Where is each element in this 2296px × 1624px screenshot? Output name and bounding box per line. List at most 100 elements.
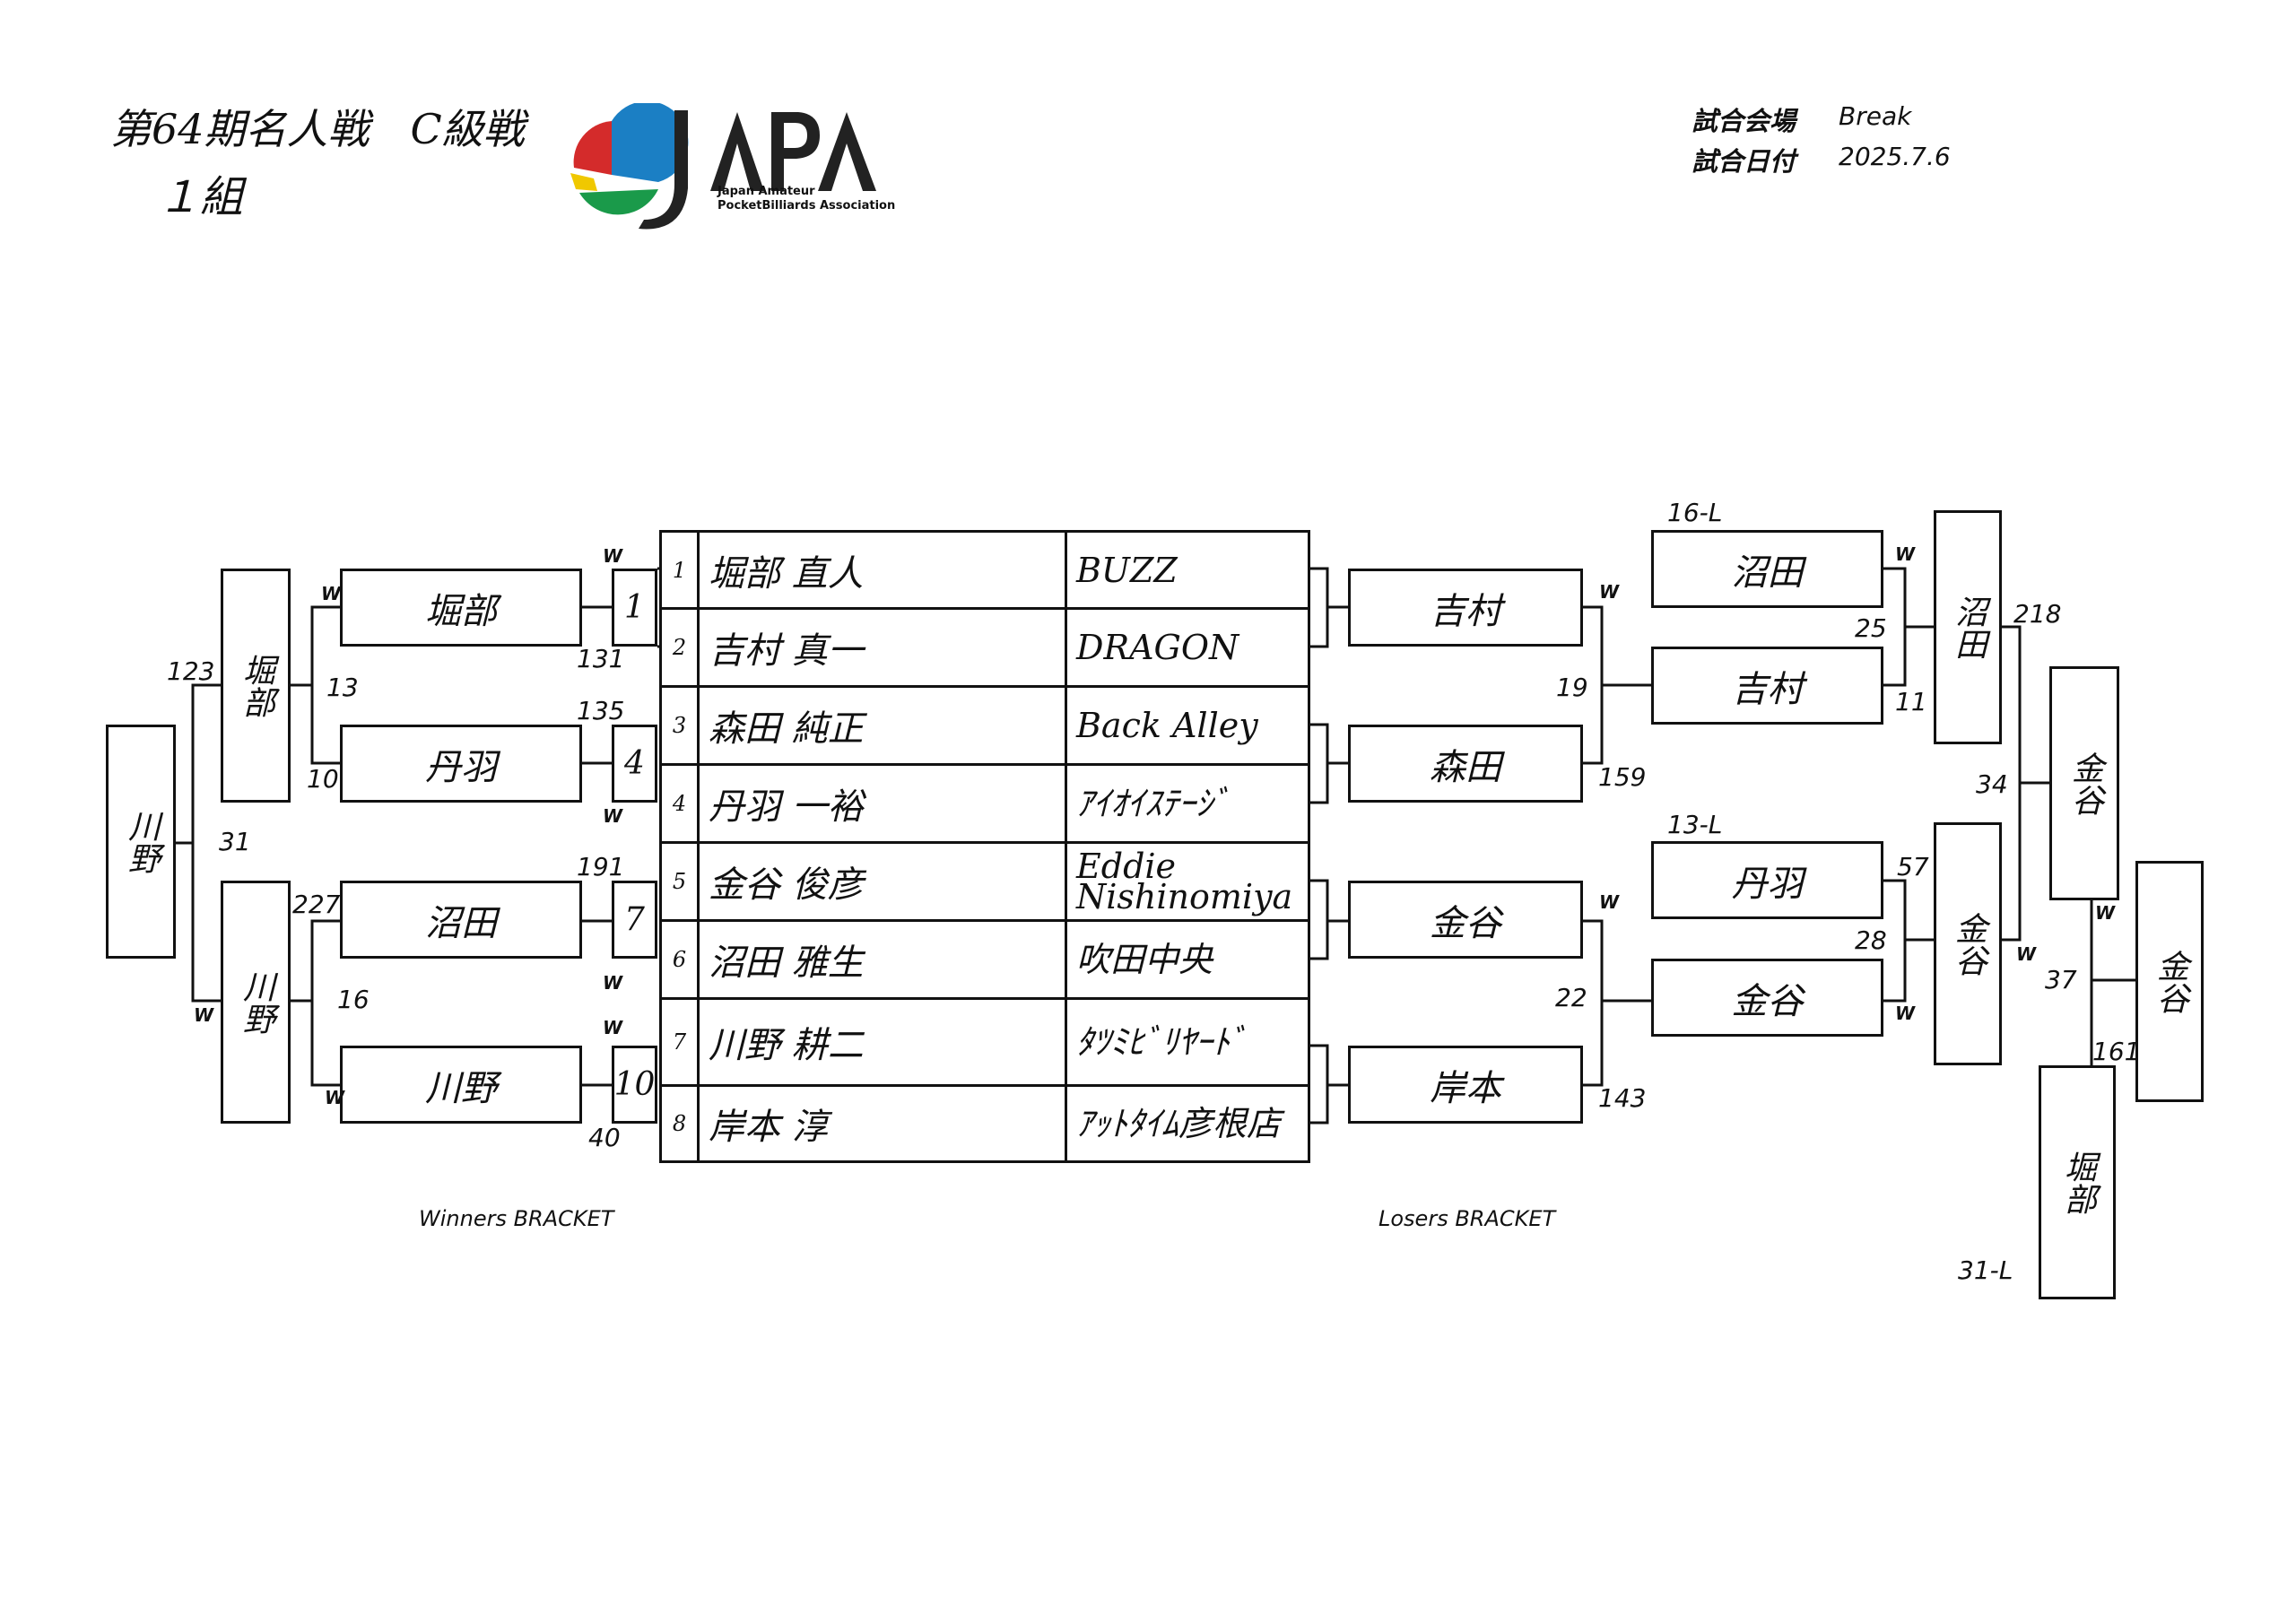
losers-r1-box: 岸本 [1348,1046,1583,1124]
losers-final-box: 金谷 [2135,861,2204,1102]
winners-final-box: 川野 [106,725,176,959]
player-seed: 1 [662,533,700,607]
match-number: 131 [577,644,625,673]
player-row: 7 川野 耕二 ﾀﾂﾐﾋﾞﾘﾔｰﾄﾞ [662,1000,1308,1087]
venue-value: Break [1839,101,1912,131]
player-row: 4 丹羽 一裕 ｱｲｵｲｽﾃｰｼﾞ [662,766,1308,844]
date-label: 試合日付 [1692,146,1796,177]
win-marker: W [1599,581,1620,603]
losers-r1-box: 金谷 [1348,881,1583,959]
match-number: 25 [1855,613,1887,643]
player-row: 3 森田 純正 Back Alley [662,688,1308,766]
group-label: １組 [157,172,244,222]
match-number: 11 [1895,687,1927,716]
player-name: 川野 耕二 [700,1000,1067,1084]
player-team: ﾀﾂﾐﾋﾞﾘﾔｰﾄﾞ [1076,1022,1248,1062]
win-marker: W [603,972,623,994]
losers-r2-box: 沼田 [1651,530,1883,608]
losers-r3-box: 沼田 [1934,510,2002,744]
winners-bracket-label: Winners BRACKET [419,1206,614,1231]
player-row: 1 堀部 直人 BUZZ [662,533,1308,610]
japa-logo-mark [570,100,876,230]
player-row: 2 吉村 真一 DRAGON [662,610,1308,688]
player-name: 吉村 真一 [700,610,1067,685]
drop-label: 31-L [1958,1255,2013,1285]
player-name: 金谷 俊彦 [700,844,1067,919]
winners-r1-box: 丹羽 [340,725,582,803]
losers-r4-box: 金谷 [2049,666,2119,900]
player-row: 6 沼田 雅生 吹田中央 [662,922,1308,1000]
match-number: 28 [1855,925,1887,955]
match-number: 57 [1897,852,1929,881]
win-marker: W [603,545,623,567]
match-number: 19 [1556,673,1588,702]
player-team: BUZZ [1076,550,1178,590]
win-marker: W [2095,902,2116,924]
win-marker: W [1895,1003,1916,1024]
losers-r3-box: 金谷 [1934,822,2002,1065]
winners-r1-box: 堀部 [340,569,582,647]
player-team: ｱｯﾄﾀｲﾑ彦根店 [1076,1104,1282,1143]
match-number: 191 [577,852,625,881]
logo-subtitle-1: Japan Amateur [718,185,815,198]
winners-r1-seed-box: 7 [612,881,657,959]
win-marker: W [1895,543,1916,565]
player-name: 沼田 雅生 [700,922,1067,997]
player-name: 丹羽 一裕 [700,766,1067,841]
match-number: 218 [2013,599,2062,629]
match-number: 16 [337,985,370,1014]
player-team: Back Alley [1076,706,1258,745]
match-number: 40 [588,1123,621,1152]
winners-r1-seed-box: 10 [612,1046,657,1124]
match-number: 10 [307,764,339,794]
match-number: 22 [1555,983,1587,1012]
match-number: 13 [326,673,359,702]
match-number: 135 [577,696,625,725]
losers-r1-box: 森田 [1348,725,1583,803]
losers-dropin-box: 堀部 [2039,1065,2116,1299]
winners-r2-box: 堀部 [221,569,291,803]
player-team: ｱｲｵｲｽﾃｰｼﾞ [1076,784,1231,823]
player-name: 森田 純正 [700,688,1067,763]
drop-label: 13-L [1667,810,1723,839]
win-marker: W [603,805,623,827]
winners-r2-box: 川野 [221,881,291,1124]
match-number: 159 [1598,762,1647,792]
winners-r1-box: 川野 [340,1046,582,1124]
winners-r1-seed-box: 1 [612,569,657,647]
player-row: 5 金谷 俊彦 Eddie Nishinomiya [662,844,1308,922]
losers-r2-box: 金谷 [1651,959,1883,1037]
player-seed: 7 [662,1000,700,1084]
japa-logo: Japan Amateur PocketBilliards Associatio… [558,100,926,238]
win-marker: W [1599,891,1620,913]
win-marker: W [2016,943,2037,965]
winners-r1-seed-box: 4 [612,725,657,803]
player-seed: 4 [662,766,700,841]
player-seed: 3 [662,688,700,763]
player-seed: 5 [662,844,700,919]
match-number: 161 [2092,1037,2141,1066]
player-seed: 8 [662,1087,700,1160]
match-number: 227 [292,890,341,919]
losers-r1-box: 吉村 [1348,569,1583,647]
tournament-title: 第64期名人戦 C級戦 [110,105,525,153]
match-number: 34 [1976,769,2008,799]
losers-r2-box: 丹羽 [1651,841,1883,919]
player-seed: 6 [662,922,700,997]
player-row: 8 岸本 淳 ｱｯﾄﾀｲﾑ彦根店 [662,1087,1308,1160]
player-team: 吹田中央 [1076,940,1213,979]
logo-subtitle-2: PocketBilliards Association [718,199,896,213]
win-marker: W [321,583,342,604]
win-marker: W [603,1017,623,1038]
player-team: DRAGON [1076,628,1239,667]
player-name: 岸本 淳 [700,1087,1067,1160]
losers-bracket-label: Losers BRACKET [1378,1206,1556,1231]
match-number: 37 [2045,965,2077,994]
losers-r2-box: 吉村 [1651,647,1883,725]
drop-label: 16-L [1667,498,1723,527]
venue-label: 試合会場 [1692,106,1796,136]
winners-r1-box: 沼田 [340,881,582,959]
match-number: 123 [167,656,215,686]
match-number: 143 [1598,1083,1647,1113]
